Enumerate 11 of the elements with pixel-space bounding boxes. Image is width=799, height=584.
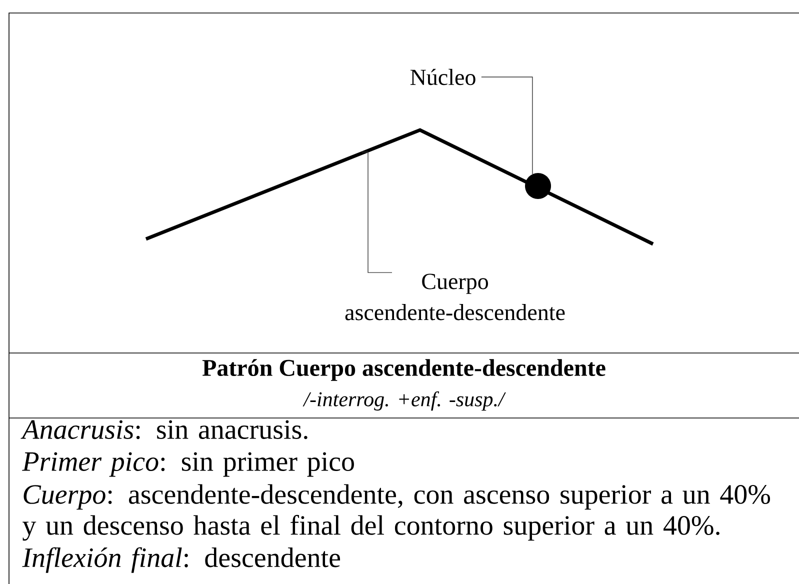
description-text: Cuerpo: ascendente-descendente, con ascenso superior a un 40% y un descenso hasta el final del contorno superior a un 40%. <box>22 484 770 541</box>
feature-list: /-interrog. +enf. -susp./ <box>302 391 506 411</box>
callout-label: Cuerpo ascendente-descendente <box>345 274 565 320</box>
leader-line <box>362 152 392 273</box>
nucleus-dot <box>525 173 551 199</box>
table-heading: Patrón Cuerpo ascendente-descendente <box>202 359 606 381</box>
leader-line <box>481 76 533 174</box>
callout-label: Núcleo <box>410 68 476 86</box>
description-text: Primer pico: sin primer pico <box>22 452 354 477</box>
description-text: Anacrusis: sin anacrusis. <box>20 420 308 440</box>
description-text: Inflexión final: descendente <box>22 547 340 573</box>
